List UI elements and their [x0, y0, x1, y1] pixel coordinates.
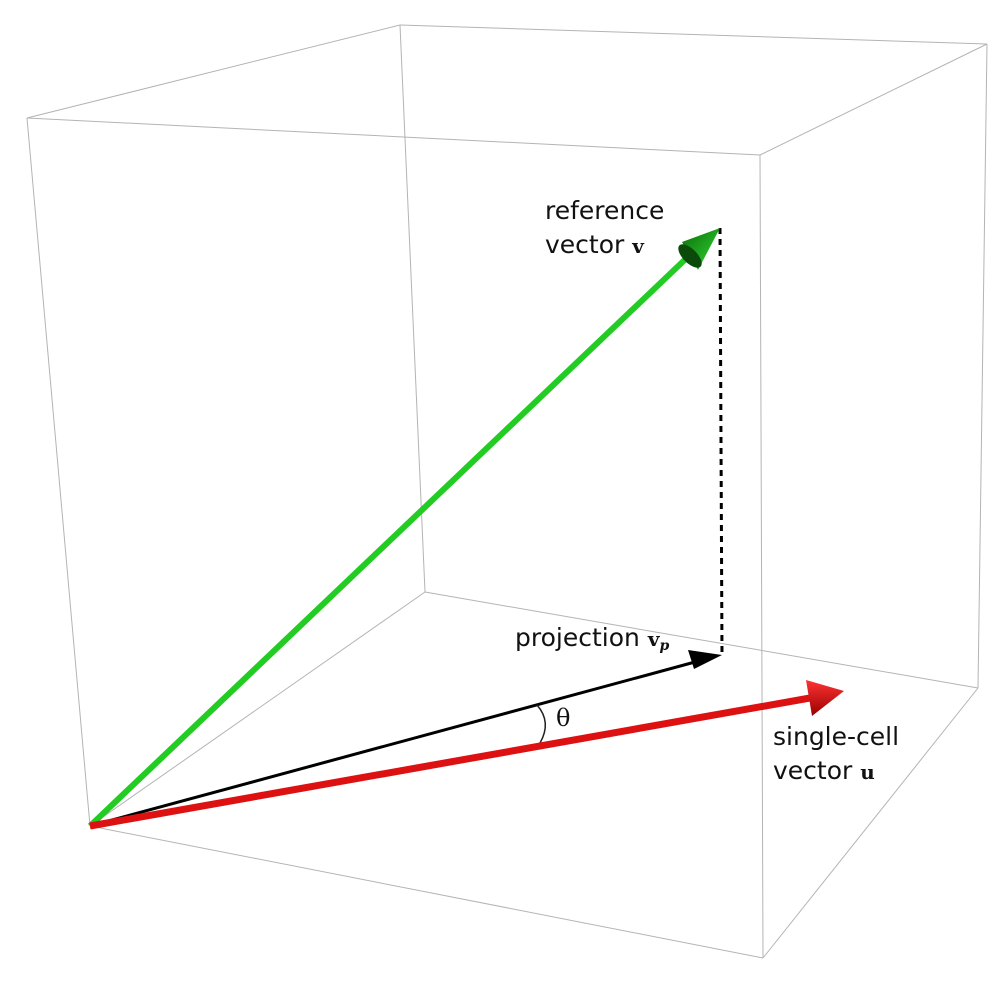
cube-edge [89, 825, 764, 959]
reference-arrowhead [682, 228, 720, 270]
cube-edge [26, 24, 401, 119]
single-cell-vector-label: single-cell vector u [773, 720, 899, 789]
theta-label: θ [556, 704, 571, 732]
cube-edge [399, 24, 426, 593]
single-cell-arrowhead [806, 680, 844, 716]
cube-edge [759, 154, 764, 959]
single-cell-symbol: u [860, 760, 875, 784]
reference-symbol: v [632, 234, 644, 258]
cube-edge [26, 117, 761, 156]
bounding-cube [26, 24, 988, 959]
projection-label-text: projection [515, 623, 640, 652]
projection-vector [89, 650, 722, 828]
reference-vector [87, 228, 720, 829]
reference-label-text: vector [545, 230, 625, 259]
projection-label: projection vp [515, 621, 669, 663]
single-cell-label-line2: vector u [773, 754, 899, 789]
cube-edge [759, 43, 988, 156]
reference-label-line2: vector v [545, 228, 664, 263]
projection-dashed-line [718, 227, 724, 656]
reference-label-line1: reference [545, 196, 665, 225]
projection-symbol: v [647, 627, 660, 651]
cube-edge [26, 117, 91, 827]
single-cell-label-text: vector [773, 756, 853, 785]
projection-subscript: p [659, 638, 670, 654]
cube-edge [977, 43, 988, 689]
projection-arrowhead [688, 650, 722, 669]
cube-edge [399, 24, 988, 45]
single-cell-label-line1: single-cell [773, 722, 900, 751]
cube-edge [89, 591, 426, 827]
reference-vector-label: reference vector v [545, 194, 664, 263]
cube-edge [424, 591, 979, 689]
cube-edge [762, 687, 979, 959]
single-cell-vector [89, 680, 844, 830]
theta-angle-arc [536, 704, 546, 744]
